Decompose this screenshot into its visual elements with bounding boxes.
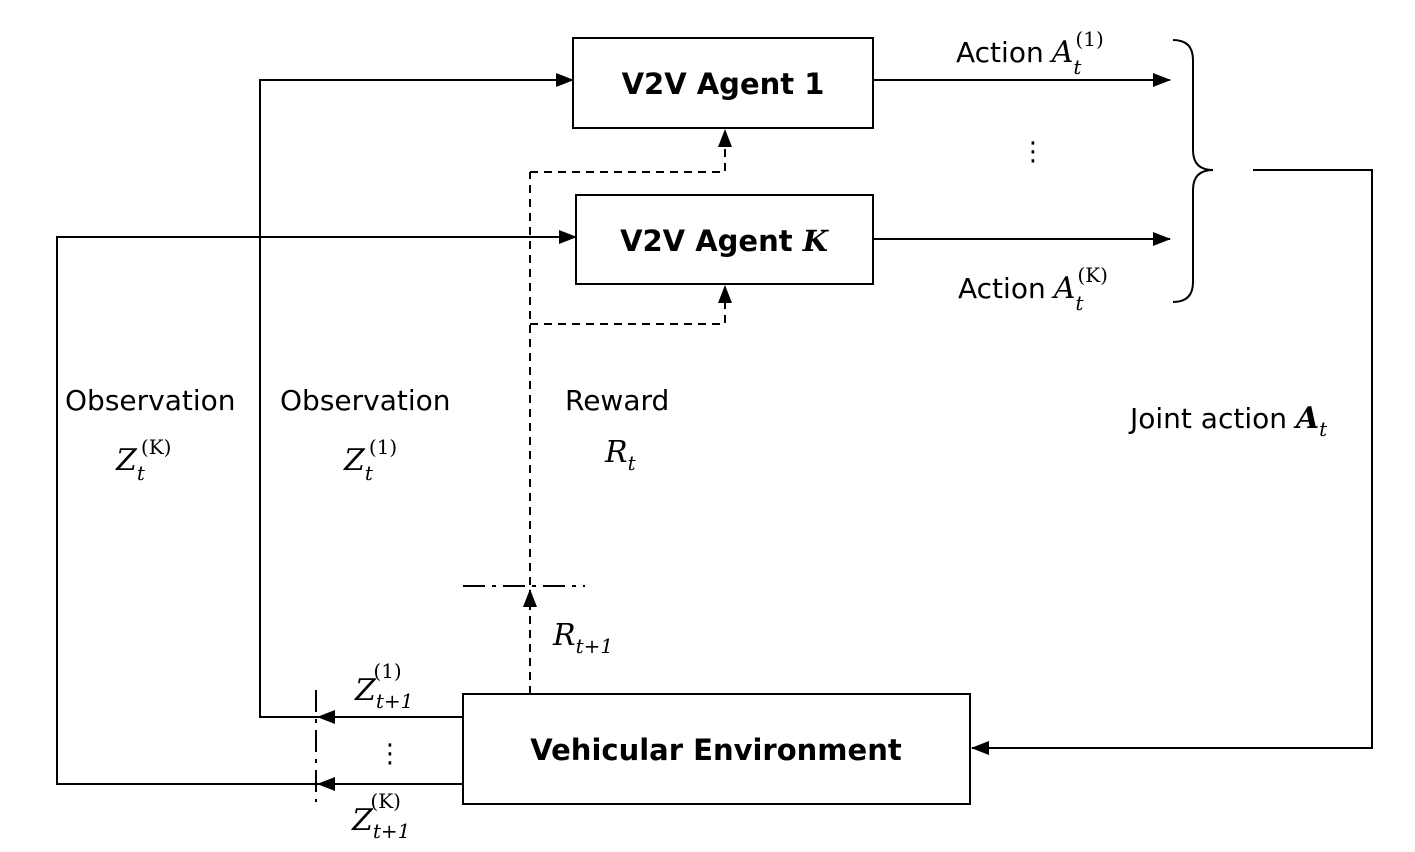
next-obs-ellipsis: ⋮ bbox=[377, 739, 403, 769]
action-ellipsis: ⋮ bbox=[1020, 137, 1046, 167]
agent-k-block: V2V Agent K bbox=[575, 194, 874, 285]
environment-block: Vehicular Environment bbox=[462, 693, 971, 805]
reward-symbol: Rt bbox=[604, 435, 637, 475]
agent-1-block: V2V Agent 1 bbox=[572, 37, 874, 129]
action-brace bbox=[1172, 39, 1214, 303]
agent-1-label: V2V Agent 1 bbox=[622, 67, 825, 101]
reward-to-agent-1-arrow bbox=[530, 129, 732, 173]
observation-k-word: Observation bbox=[65, 384, 236, 417]
observation-k-symbol: Zt(K) bbox=[115, 435, 171, 485]
next-reward-symbol: Rt+1 bbox=[552, 618, 613, 658]
next-obs-k-symbol: Zt+1(K) bbox=[351, 789, 410, 843]
observation-1-word: Observation bbox=[280, 384, 451, 417]
observation-k-arrow bbox=[56, 230, 577, 785]
reward-to-agent-k-arrow bbox=[530, 285, 732, 325]
next-obs-1-symbol: Zt+1(1) bbox=[354, 659, 413, 713]
observation-1-symbol: Zt(1) bbox=[343, 435, 397, 485]
reward-word: Reward bbox=[565, 384, 669, 417]
agent-k-label: V2V Agent K bbox=[620, 224, 830, 258]
environment-label: Vehicular Environment bbox=[530, 733, 902, 767]
joint-action-arrow bbox=[971, 169, 1373, 755]
joint-action-label: Joint action At bbox=[1128, 401, 1328, 441]
